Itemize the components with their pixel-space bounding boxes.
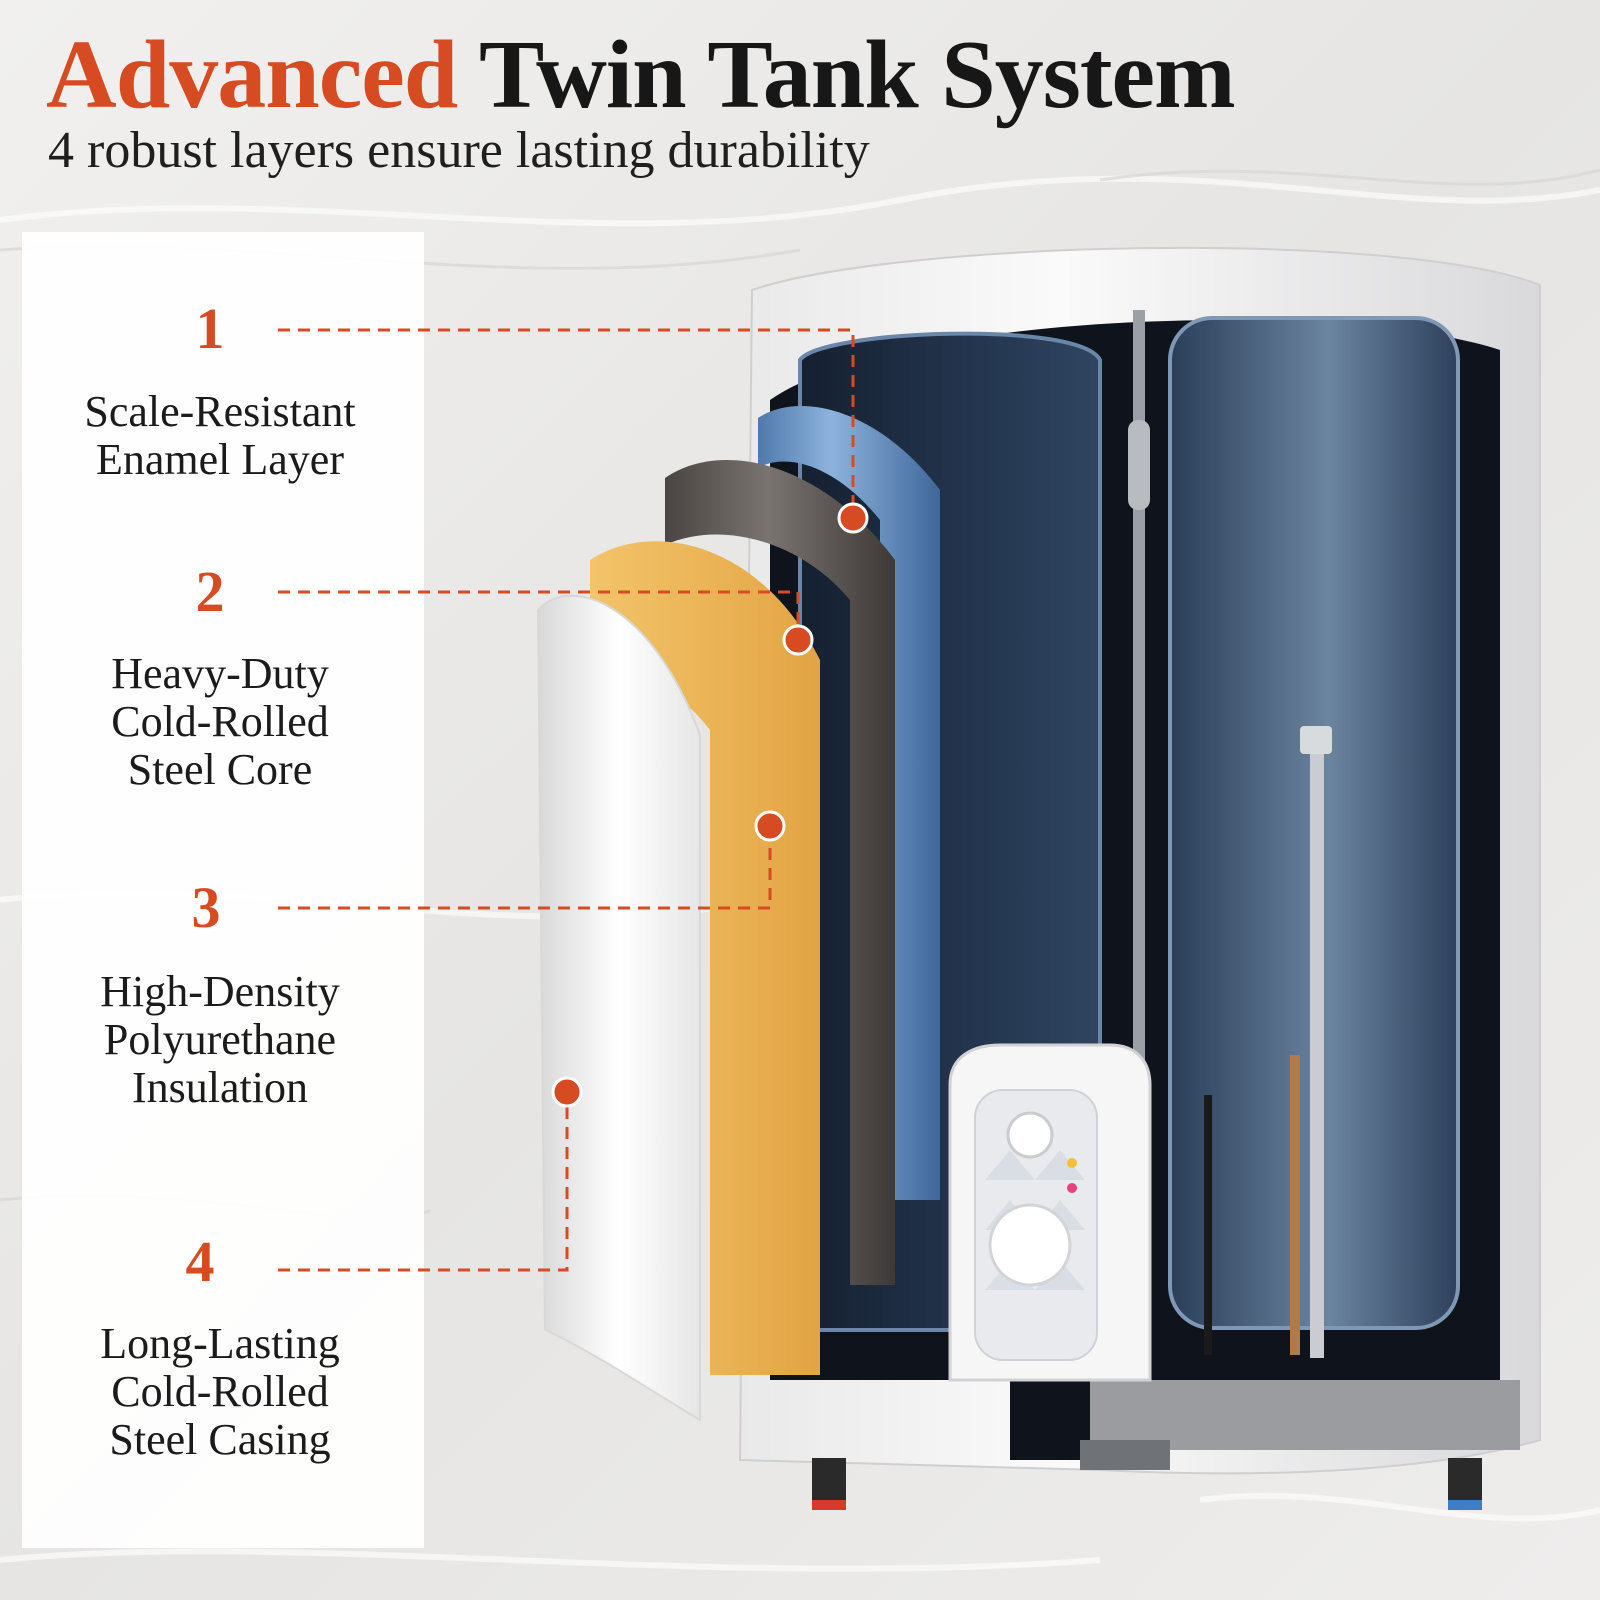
leader-line-3: [278, 826, 772, 910]
layer-label-3: High-Density Polyurethane Insulation: [40, 968, 400, 1112]
layer-label-2: Heavy-Duty Cold-Rolled Steel Core: [40, 650, 400, 794]
page-subtitle: 4 robust layers ensure lasting durabilit…: [48, 122, 870, 179]
leader-line-1: [278, 328, 855, 518]
layer-label-4-line-3: Steel Casing: [109, 1415, 331, 1464]
title-accent-word: Advanced: [46, 21, 458, 129]
layer-label-2-line-3: Steel Core: [127, 745, 313, 794]
layer-label-2-line-1: Heavy-Duty: [111, 649, 329, 698]
marker-dot-icon: [551, 1076, 583, 1108]
layer-number-1: 1: [195, 296, 225, 361]
layer-label-1-line-2: Enamel Layer: [96, 435, 344, 484]
marker-dot-icon: [754, 810, 786, 842]
page-title: Advanced Twin Tank System: [46, 21, 1236, 129]
leader-line-2: [278, 590, 800, 640]
layer-list-panel: [22, 232, 424, 1548]
layer-number-4: 4: [185, 1229, 215, 1294]
layer-label-4: Long-Lasting Cold-Rolled Steel Casing: [40, 1320, 400, 1464]
layer-label-3-line-2: Polyurethane: [103, 1015, 337, 1064]
title-rest: Twin Tank System: [479, 21, 1236, 129]
layer-label-4-line-2: Cold-Rolled: [111, 1367, 329, 1416]
layer-label-4-line-1: Long-Lasting: [100, 1319, 340, 1368]
layer-label-1: Scale-Resistant Enamel Layer: [40, 388, 400, 484]
layer-label-1-line-1: Scale-Resistant: [84, 387, 356, 436]
layer-number-3: 3: [191, 875, 221, 940]
marker-dot-icon: [782, 624, 814, 656]
layer-label-3-line-3: Insulation: [132, 1063, 308, 1112]
marker-dot-icon: [837, 502, 869, 534]
leader-line-4: [278, 1092, 569, 1272]
layer-number-2: 2: [195, 559, 225, 624]
layer-label-2-line-2: Cold-Rolled: [111, 697, 329, 746]
layer-label-3-line-1: High-Density: [100, 967, 340, 1016]
